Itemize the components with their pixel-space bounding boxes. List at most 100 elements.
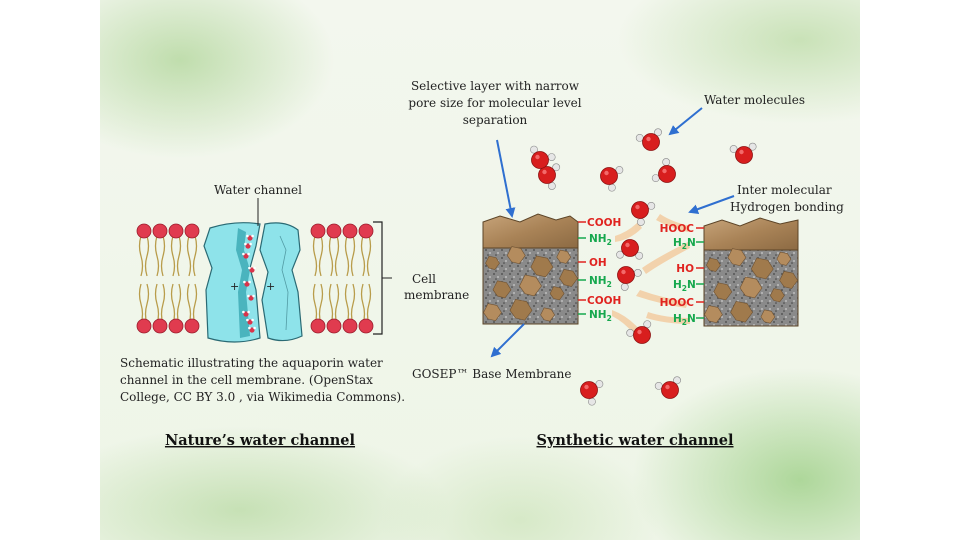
lipid-top xyxy=(184,223,200,277)
water-molecules xyxy=(530,128,757,406)
base-texture-left xyxy=(483,246,578,322)
base-texture-right xyxy=(704,248,798,324)
water-channel-label: Water channel xyxy=(214,183,302,197)
paper-chunk xyxy=(509,298,533,321)
group-ho: HO xyxy=(676,263,694,275)
lipid-bilayer xyxy=(136,223,374,334)
lipid-bottom xyxy=(168,283,184,334)
group-h2n-1: H2N xyxy=(673,237,696,251)
membrane-block-right xyxy=(703,217,799,327)
water-molecules-arrow xyxy=(668,107,703,136)
channel-water xyxy=(242,252,250,259)
paper-chunk xyxy=(519,274,542,297)
group-h2n-3: H2N xyxy=(673,313,696,327)
paper-chunk xyxy=(559,269,578,287)
paper-chunk xyxy=(704,305,723,324)
group-nh2-2: NH2 xyxy=(589,275,612,289)
water-molecule xyxy=(600,166,624,192)
lipid-top xyxy=(342,223,358,277)
water-molecule xyxy=(651,158,676,183)
channel-water xyxy=(242,310,250,317)
synthetic-title: Synthetic water channel xyxy=(536,432,734,449)
caption-line-2: channel in the cell membrane. (OpenStax xyxy=(120,373,373,387)
paper-chunk xyxy=(706,257,721,272)
selective-layer-arrow xyxy=(496,139,516,218)
water-molecule xyxy=(631,201,656,226)
hbond-annotation: Inter molecular Hydrogen bonding xyxy=(688,183,844,214)
right-functional-groups: HOOC H2N HO H2N HOOC H2N xyxy=(660,223,696,327)
hydrogen-bond-bands xyxy=(612,214,690,334)
water-molecule xyxy=(538,163,561,190)
nature-caption: Schematic illustrating the aquaporin wat… xyxy=(120,356,405,404)
caption-line-1: Schematic illustrating the aquaporin wat… xyxy=(120,356,383,370)
paper-chunk xyxy=(730,300,753,323)
lipid-bottom xyxy=(342,283,358,334)
water-molecules-annotation: Water molecules xyxy=(668,93,805,136)
channel-water xyxy=(246,234,254,241)
water-molecule xyxy=(729,142,757,164)
group-nh2-3: NH2 xyxy=(589,309,612,323)
paper-chunk xyxy=(530,255,554,278)
paper-chunk xyxy=(776,251,792,266)
hbond-line-1: Inter molecular xyxy=(737,183,832,197)
base-membrane-annotation: GOSEP™ Base Membrane xyxy=(412,323,572,381)
water-molecule xyxy=(530,145,556,169)
channel-water xyxy=(244,242,252,249)
paper-chunk xyxy=(750,257,774,280)
channel-water xyxy=(243,280,251,287)
paper-chunk xyxy=(549,286,565,301)
membrane-label: membrane xyxy=(404,288,469,302)
paper-chunk xyxy=(540,307,555,322)
lipid-bottom xyxy=(358,283,374,334)
lipid-top xyxy=(358,223,374,277)
water-molecule xyxy=(580,380,604,406)
channel-water xyxy=(248,326,256,333)
water-molecule xyxy=(617,266,642,291)
water-molecule xyxy=(654,376,681,399)
hbond-arrow xyxy=(688,195,735,214)
group-oh: OH xyxy=(589,257,607,269)
lipid-bottom xyxy=(310,283,326,334)
paper-chunk xyxy=(727,248,747,267)
paper-chunk xyxy=(483,303,502,322)
aquaporin-channel: + + xyxy=(203,222,303,343)
membrane-block-left xyxy=(482,213,579,325)
paper-chunk xyxy=(760,309,776,324)
paper-chunk xyxy=(779,271,798,289)
channel-plus-right: + xyxy=(266,280,275,293)
cell-label: Cell xyxy=(412,272,436,286)
lipid-bottom xyxy=(136,283,152,334)
channel-water xyxy=(246,318,254,325)
lipid-top xyxy=(310,223,326,277)
selective-layer-line-1: Selective layer with narrow xyxy=(411,79,580,93)
hbond-line-2: Hydrogen bonding xyxy=(730,200,844,214)
lipid-bottom xyxy=(326,283,342,334)
selective-layer-line-2: pore size for molecular level xyxy=(408,96,581,110)
group-h2n-2: H2N xyxy=(673,279,696,293)
lipid-top xyxy=(168,223,184,277)
lipid-bottom xyxy=(152,283,168,334)
left-functional-groups: COOH NH2 OH NH2 COOH NH2 xyxy=(587,217,621,323)
water-molecule xyxy=(616,239,644,260)
diagram-canvas: + + Water channel Cell membrane Schemati… xyxy=(120,79,844,449)
group-bonds xyxy=(578,221,704,319)
group-cooh-2: COOH xyxy=(587,295,621,307)
paper-chunk xyxy=(492,280,512,299)
caption-line-3: College, CC BY 3.0 , via Wikimedia Commo… xyxy=(120,390,405,404)
membrane-bracket xyxy=(373,221,383,335)
channel-plus-left: + xyxy=(230,280,239,293)
group-nh2-1: NH2 xyxy=(589,233,612,247)
channel-water xyxy=(248,266,256,273)
lipid-top xyxy=(136,223,152,277)
channel-water-molecules xyxy=(242,234,256,333)
cell-membrane: + + Water channel Cell membrane xyxy=(136,183,469,343)
nature-title: Nature’s water channel xyxy=(165,432,356,449)
lipid-bottom xyxy=(184,283,200,334)
lipid-top xyxy=(152,223,168,277)
lipid-top xyxy=(326,223,342,277)
water-molecule xyxy=(626,320,652,344)
paper-chunk xyxy=(556,249,572,264)
paper-chunk xyxy=(485,255,500,270)
paper-chunk xyxy=(769,288,785,303)
selective-layer-annotation: Selective layer with narrow pore size fo… xyxy=(408,79,582,218)
